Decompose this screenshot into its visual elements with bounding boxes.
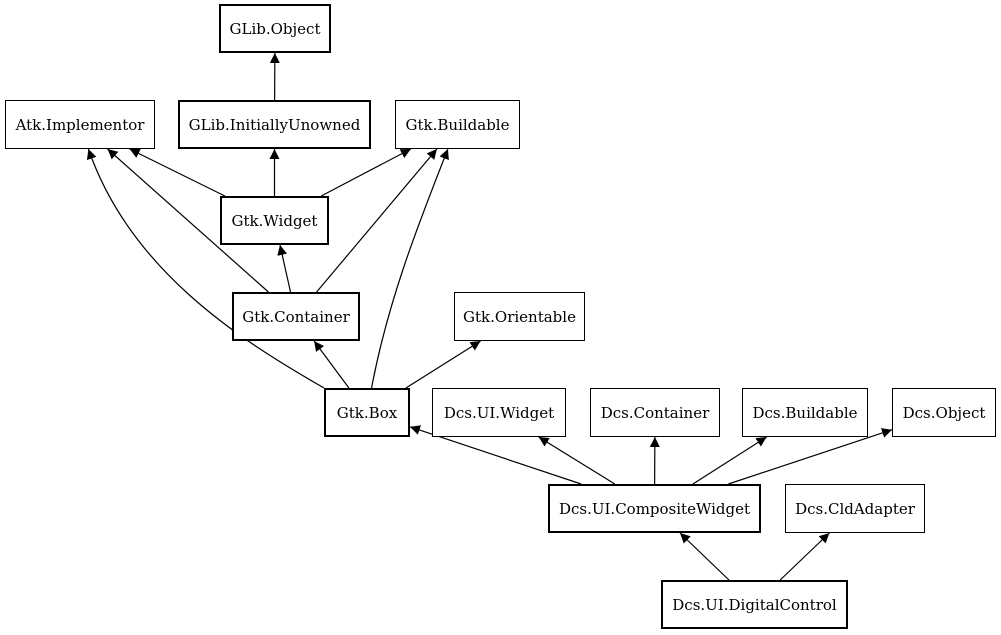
edge-dcs-ui-composite-widget-to-dcs-object: [728, 428, 893, 485]
node-atk-implementor[interactable]: Atk.Implementor: [5, 100, 155, 149]
edge-dcs-ui-digital-control-to-dcs-cld-adapter: [779, 532, 830, 581]
node-gtk-orientable[interactable]: Gtk.Orientable: [454, 292, 585, 341]
edge-gtk-container-to-gtk-widget: [277, 244, 292, 293]
node-dcs-object[interactable]: Dcs.Object: [892, 388, 996, 437]
node-dcs-container[interactable]: Dcs.Container: [590, 388, 720, 437]
edge-gtk-box-to-atk-implementor: [86, 148, 325, 389]
node-gtk-widget[interactable]: Gtk.Widget: [220, 196, 329, 245]
node-glib-initially-unowned[interactable]: GLib.InitiallyUnowned: [178, 100, 371, 149]
edge-gtk-box-to-gtk-orientable: [405, 340, 481, 389]
node-glib-object[interactable]: GLib.Object: [219, 4, 331, 53]
edge-gtk-box-to-gtk-container: [313, 340, 350, 389]
edge-gtk-container-to-atk-implementor: [107, 148, 269, 293]
node-gtk-container[interactable]: Gtk.Container: [232, 292, 360, 341]
node-dcs-ui-digital-control[interactable]: Dcs.UI.DigitalControl: [661, 580, 848, 629]
edge-gtk-container-to-gtk-buildable: [316, 148, 438, 293]
edge-dcs-ui-digital-control-to-dcs-ui-composite-widget: [679, 532, 730, 581]
edge-dcs-ui-composite-widget-to-dcs-ui-widget: [538, 436, 616, 485]
node-gtk-buildable[interactable]: Gtk.Buildable: [395, 100, 520, 149]
node-gtk-box[interactable]: Gtk.Box: [324, 388, 410, 437]
edge-dcs-ui-composite-widget-to-dcs-buildable: [692, 436, 767, 485]
node-dcs-ui-widget[interactable]: Dcs.UI.Widget: [432, 388, 566, 437]
node-dcs-buildable[interactable]: Dcs.Buildable: [742, 388, 868, 437]
edge-gtk-box-to-gtk-buildable: [370, 148, 449, 389]
node-dcs-ui-composite-widget[interactable]: Dcs.UI.CompositeWidget: [548, 484, 761, 533]
node-dcs-cld-adapter[interactable]: Dcs.CldAdapter: [785, 484, 925, 533]
edge-gtk-widget-to-gtk-buildable: [320, 148, 412, 197]
edge-gtk-widget-to-atk-implementor: [129, 148, 226, 197]
